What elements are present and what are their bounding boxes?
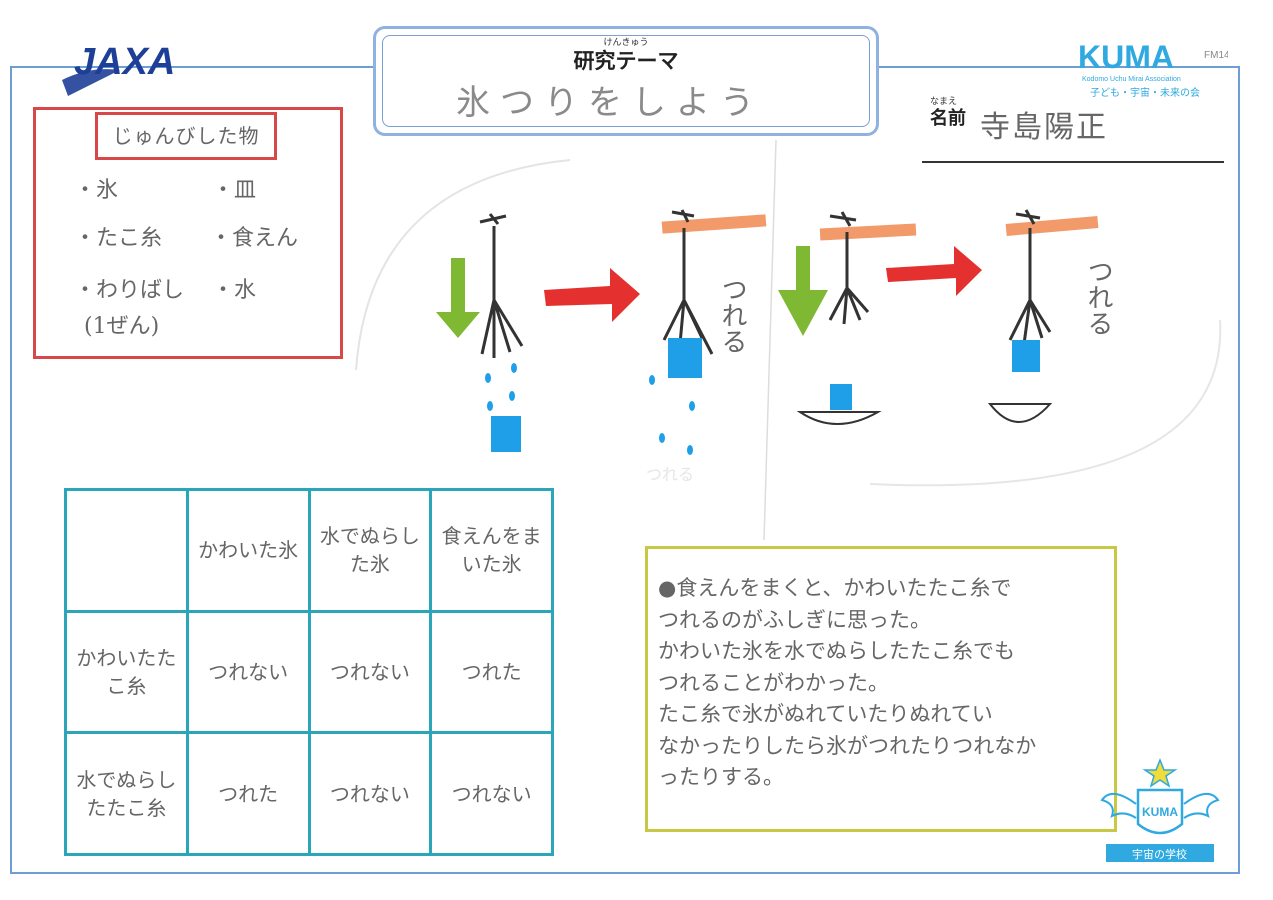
result-label: つれる — [717, 276, 747, 354]
material-item: ・皿 — [212, 178, 257, 203]
result-label: つれる — [1083, 258, 1113, 336]
down-arrow-icon — [436, 258, 480, 338]
table-cell: つれない — [185, 609, 311, 735]
note-line: つれるのがふしぎに思った。 — [658, 607, 931, 632]
ice-cube — [491, 416, 521, 452]
note-line: ったりする。 — [658, 765, 784, 789]
note-line: ●食えんをまくと、かわいたたこ糸で — [658, 576, 1012, 600]
badge-label: 宇宙の学校 — [1132, 847, 1187, 861]
note-line: たこ糸で氷がぬれていたりぬれてい — [658, 702, 993, 726]
table-cell: つれない — [307, 609, 433, 735]
ice-cube — [668, 338, 702, 378]
name-ruby: なまえ — [930, 97, 958, 107]
theme-ruby: けんきゅう — [603, 38, 649, 48]
note-line: かわいた氷を水でぬらしたたこ糸でも — [658, 639, 1015, 663]
table-header-cell: かわいた氷 — [185, 488, 311, 613]
table-header-cell — [64, 488, 189, 613]
space-school-badge: KUMA 宇宙の学校 — [1098, 756, 1222, 868]
down-arrow-icon — [778, 246, 828, 336]
water-drops — [485, 363, 517, 411]
material-item: ・たこ糸 — [74, 226, 163, 251]
material-item: ・わりばし — [74, 278, 185, 303]
faint-label: つれる — [646, 465, 694, 484]
ice-cube — [830, 384, 852, 410]
experiment-diagram: つれる つれる つれる — [350, 139, 1230, 541]
name-value: 寺島陽正 — [980, 110, 1108, 145]
note-line: なかったりしたら氷がつれたりつれなか — [658, 733, 1037, 758]
chopstick-rig — [479, 213, 524, 358]
table-cell: つれない — [307, 731, 433, 856]
table-cell: つれた — [429, 609, 554, 735]
material-item: (1ぜん) — [84, 314, 160, 339]
material-item: ・氷 — [74, 178, 119, 203]
table-row-label: かわいたたこ糸 — [64, 609, 189, 735]
chopstick-rig — [661, 209, 767, 355]
table-header-cell: 食えんをまいた氷 — [429, 488, 554, 613]
results-table: かわいた氷 水でぬらした氷 食えんをまいた氷 かわいたたこ糸 つれない つれない… — [64, 488, 554, 856]
table-cell: つれない — [429, 731, 554, 856]
kuma-logo-text: KUMA — [1078, 39, 1174, 75]
theme-label: 研究テーマ — [573, 49, 679, 73]
badge-text: KUMA — [1142, 805, 1178, 819]
table-row-label: 水でぬらしたたこ糸 — [64, 731, 189, 856]
ice-cube — [1012, 340, 1040, 372]
conclusion-box: ●食えんをまくと、かわいたたこ糸で つれるのがふしぎに思った。 かわいた氷を水で… — [645, 546, 1117, 832]
right-arrow-icon — [544, 268, 640, 322]
water-drops — [649, 375, 695, 455]
note-line: つれることがわかった。 — [658, 670, 889, 695]
kuma-logo: KUMA FM14 Kodomo Uchu Mirai Association … — [1078, 36, 1230, 102]
theme-value: 氷つりをしよう — [456, 83, 764, 123]
plate — [796, 411, 882, 425]
materials-box — [33, 107, 343, 359]
plate — [987, 403, 1053, 423]
jaxa-logo: JAXA — [60, 36, 188, 106]
name-label: 名前 — [930, 108, 966, 129]
table-header-cell: 水でぬらした氷 — [307, 488, 433, 613]
kuma-code: FM14 — [1204, 50, 1228, 61]
theme-box: けんきゅう 研究テーマ 氷つりをしよう — [373, 26, 879, 136]
name-underline — [922, 161, 1224, 163]
right-arrow-icon — [886, 246, 982, 296]
materials-title: じゅんびした物 — [95, 112, 277, 160]
kuma-sub-en: Kodomo Uchu Mirai Association — [1082, 76, 1181, 83]
material-item: ・水 — [212, 278, 257, 303]
material-item: ・食えん — [210, 226, 299, 251]
chopstick-rig — [1005, 209, 1099, 345]
chopstick-rig — [819, 211, 917, 325]
table-cell: つれた — [185, 731, 311, 856]
kuma-sub-jp: 子ども・宇宙・未来の会 — [1090, 86, 1200, 99]
